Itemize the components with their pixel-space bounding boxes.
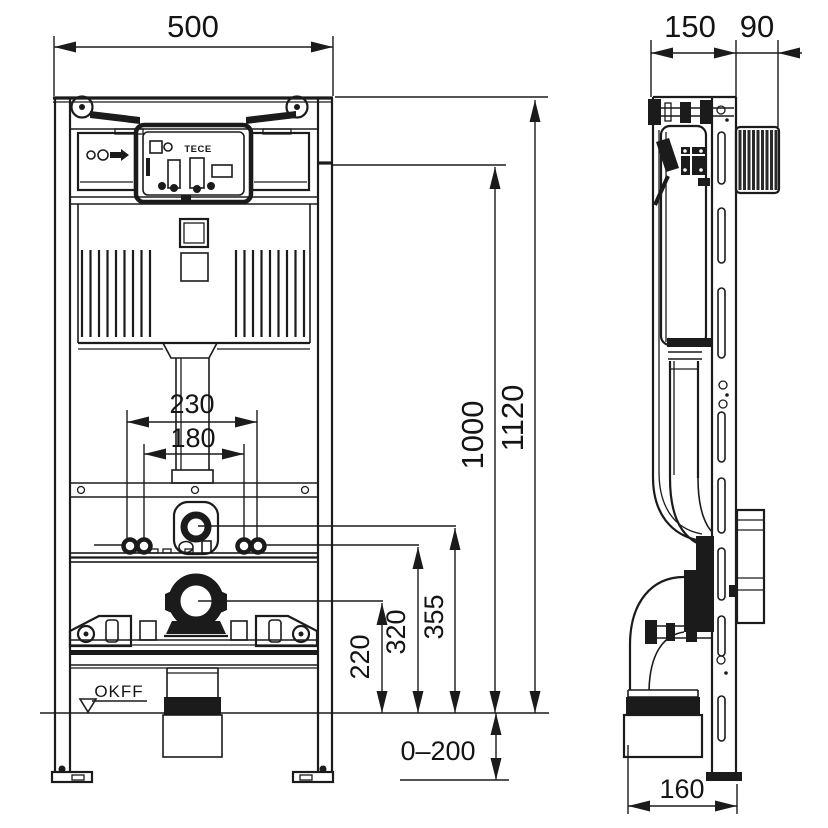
svg-text:180: 180 [170, 423, 215, 453]
floor-datum: OKFF [78, 682, 147, 714]
foot-bracket-left [68, 614, 157, 648]
lower-band [69, 548, 319, 563]
dim-spacing-230: 230 [126, 389, 258, 538]
side-view [622, 95, 781, 781]
floor-datum-label: OKFF [94, 682, 143, 701]
svg-text:150: 150 [664, 9, 716, 44]
dim-height-220: 220 [198, 600, 388, 713]
svg-text:0–200: 0–200 [400, 736, 475, 766]
cistern-tank [70, 196, 318, 350]
brand-logo: TECE [184, 144, 211, 155]
inspection-box: TECE [133, 122, 254, 205]
inlet-arrow-icon [110, 152, 122, 158]
svg-text:160: 160 [659, 774, 704, 804]
outlet-pipe-side [622, 689, 704, 759]
dim-spacing-180: 180 [143, 423, 245, 538]
front-view: TECE [50, 95, 335, 784]
svg-text:230: 230 [169, 389, 214, 419]
dim-height-1120: 1120 [335, 96, 548, 713]
dim-box-depth-90-label: 90 [740, 9, 774, 44]
svg-text:1120: 1120 [495, 385, 530, 452]
svg-text:1000: 1000 [455, 401, 490, 470]
datum-triangle-icon [78, 698, 98, 714]
dim-width-500: 500 [53, 9, 334, 96]
wall-anchor-bracket [648, 99, 734, 125]
wc-bracket-box-side [729, 508, 766, 625]
foot-bracket-right [230, 614, 319, 648]
tank-ribs-left [80, 250, 152, 337]
hanger-bolt-left [70, 95, 140, 124]
flush-plate-protection-box [734, 125, 781, 195]
dim-height-320: 320 [94, 544, 424, 713]
mounting-rail-side [706, 97, 742, 781]
side-frame [651, 95, 736, 543]
svg-text:320: 320 [381, 609, 411, 654]
drain-pipe-front [162, 667, 223, 758]
flush-actuation-openings [178, 217, 210, 282]
dimensions: 500 150 90 1120 1000 [40, 9, 802, 814]
dim-foot-adjust-0-200: 0–200 [400, 713, 502, 780]
svg-text:500: 500 [167, 9, 219, 44]
svg-text:220: 220 [345, 634, 375, 679]
tank-ribs-right [234, 250, 306, 337]
flush-bend-side [668, 361, 714, 572]
drain-elbow-side [628, 570, 714, 691]
frame-outline [53, 96, 334, 772]
dim-drain-offset-160: 160 [627, 745, 738, 814]
svg-text:355: 355 [419, 594, 449, 639]
dim-depth-150: 150 90 [650, 9, 802, 127]
cistern-left-panel [76, 128, 144, 192]
adjustable-foot-left [50, 765, 94, 784]
adjustable-foot-right [291, 765, 335, 784]
dim-height-355: 355 [198, 525, 461, 713]
bottom-rails [70, 639, 318, 669]
rail-foot [706, 772, 742, 781]
dim-height-1000: 1000 [332, 164, 506, 713]
flush-pipe [161, 342, 219, 484]
middle-rail [70, 482, 318, 498]
flush-pipe-connector [172, 500, 220, 556]
cistern-side [653, 124, 713, 360]
cistern-right-panel [250, 128, 311, 192]
drain-socket [164, 573, 228, 638]
hanger-bolt-right [246, 95, 309, 124]
